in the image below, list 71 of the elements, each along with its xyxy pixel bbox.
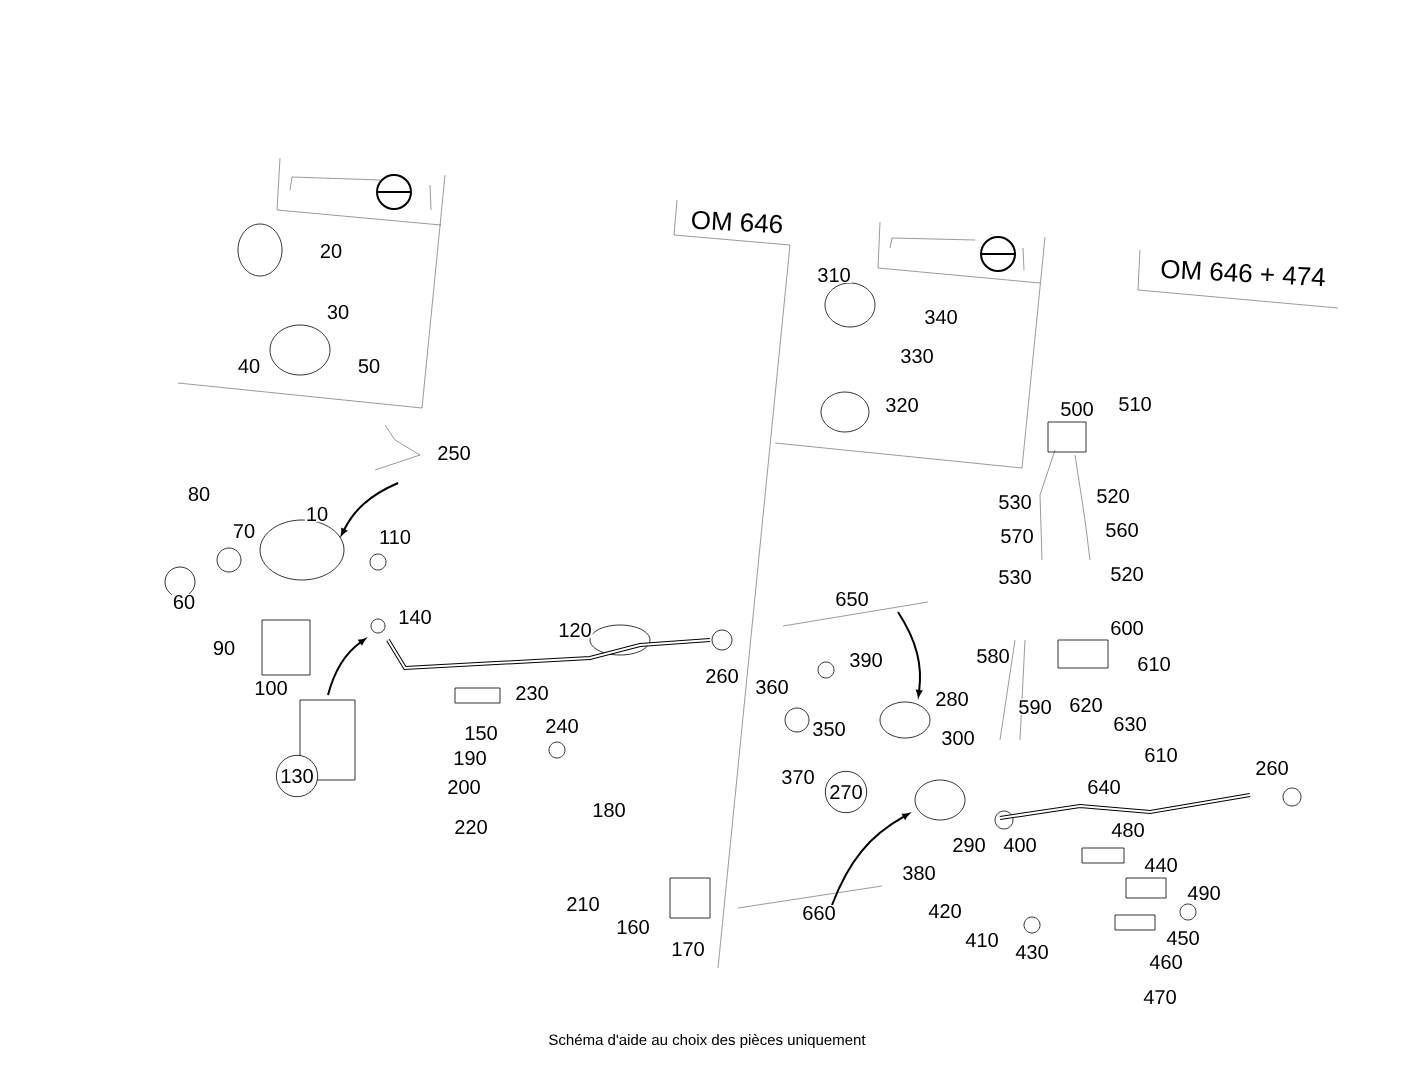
callout-number: 590 [1017, 698, 1053, 716]
callout-number: 510 [1117, 395, 1153, 413]
callout-number: 660 [801, 904, 837, 922]
callout-number: 360 [754, 678, 790, 696]
callout-number: 530 [997, 493, 1033, 511]
callout-number: 10 [304, 505, 330, 523]
callout-number: 150 [463, 724, 499, 742]
callout-number: 130 [275, 754, 319, 798]
callout-number: 350 [811, 720, 847, 738]
callout-number: 190 [452, 749, 488, 767]
callout-number: 430 [1014, 943, 1050, 961]
callout-number: 330 [899, 347, 935, 365]
callout-number: 90 [211, 639, 237, 657]
callout-number: 500 [1059, 400, 1095, 418]
callout-number: 470 [1142, 988, 1178, 1006]
callout-number: 80 [186, 485, 212, 503]
callout-number: 260 [704, 667, 740, 685]
callout-number: 320 [884, 396, 920, 414]
callout-number: 20 [318, 242, 344, 260]
callout-number: 60 [171, 593, 197, 611]
callout-number: 30 [325, 303, 351, 321]
callout-number: 340 [923, 308, 959, 326]
callout-number: 40 [236, 357, 262, 375]
callout-number: 410 [964, 931, 1000, 949]
callout-number: 230 [514, 684, 550, 702]
caption: Schéma d'aide au choix des pièces uniquement [549, 1033, 866, 1049]
callout-number: 100 [253, 679, 289, 697]
callout-number: 200 [446, 778, 482, 796]
callout-number: 460 [1148, 953, 1184, 971]
callout-number: 240 [544, 717, 580, 735]
callout-number: 110 [378, 528, 412, 546]
callout-number: 270 [824, 770, 868, 814]
callout-number: 170 [670, 940, 706, 958]
callout-number: 400 [1002, 836, 1038, 854]
callout-number: 300 [940, 729, 976, 747]
callout-number: 180 [591, 801, 627, 819]
callout-number: 380 [901, 864, 937, 882]
callout-number: 310 [816, 266, 852, 284]
callout-number: 260 [1254, 759, 1290, 777]
callout-number: 50 [356, 357, 382, 375]
callout-number: 650 [834, 590, 870, 608]
callout-number: 440 [1143, 856, 1179, 874]
callout-number: 390 [848, 651, 884, 669]
callout-number: 280 [934, 690, 970, 708]
engine-code-label: OM 646 [692, 210, 782, 234]
callout-number: 450 [1165, 929, 1201, 947]
callout-number: 600 [1109, 619, 1145, 637]
callout-number: 570 [999, 527, 1035, 545]
callout-number: 520 [1095, 487, 1131, 505]
callout-number: 220 [453, 818, 489, 836]
callout-number: 140 [397, 608, 433, 626]
callout-number: 290 [951, 836, 987, 854]
callout-number: 250 [436, 444, 472, 462]
callout-number: 160 [615, 918, 651, 936]
callout-number: 70 [231, 522, 257, 540]
callout-number: 580 [975, 647, 1011, 665]
callout-number: 420 [927, 902, 963, 920]
callout-number: 640 [1086, 778, 1122, 796]
callout-number: 530 [997, 568, 1033, 586]
callout-number: 370 [780, 768, 816, 786]
callout-number: 210 [565, 895, 601, 913]
engine-code-label: OM 646 + 474 [1161, 260, 1325, 287]
callout-number: 560 [1104, 521, 1140, 539]
callout-number: 480 [1110, 821, 1146, 839]
callout-number: 520 [1109, 565, 1145, 583]
callout-number: 120 [557, 621, 593, 639]
callout-number: 610 [1143, 746, 1179, 764]
callout-number: 610 [1136, 655, 1172, 673]
callout-number: 630 [1112, 715, 1148, 733]
callout-number: 620 [1068, 696, 1104, 714]
callout-number: 490 [1186, 884, 1222, 902]
